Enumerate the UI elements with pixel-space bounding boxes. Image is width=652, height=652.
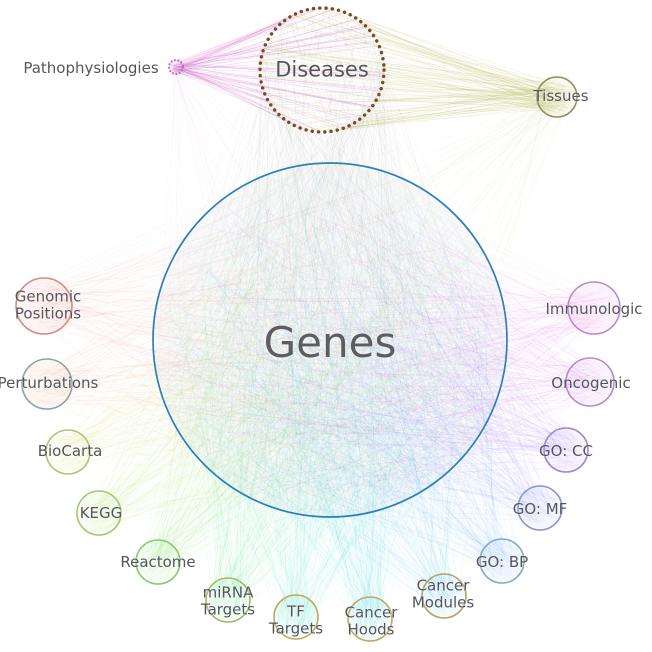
node-label-genes[interactable]: Genes (263, 317, 397, 367)
node-label-reactome[interactable]: Reactome (120, 552, 196, 571)
node-label-genomic-positions[interactable]: Genomic Positions (14, 287, 82, 322)
node-label-perturbations[interactable]: Perturbations (0, 373, 99, 392)
node-circle-perturbations[interactable] (21, 358, 73, 410)
node-circle-mirna-targets[interactable] (205, 577, 251, 623)
node-circle-tissues[interactable] (536, 76, 578, 118)
edge-bundles (21, 7, 613, 636)
node-circle-oncogenic[interactable] (565, 357, 615, 407)
node-circle-go-bp[interactable] (479, 538, 525, 584)
node-label-tissues[interactable]: Tissues (533, 86, 589, 105)
node-label-cancer-modules[interactable]: Cancer Modules (411, 576, 475, 611)
node-circle-go-cc[interactable] (543, 427, 589, 473)
node-label-oncogenic[interactable]: Oncogenic (551, 373, 631, 392)
node-label-diseases[interactable]: Diseases (275, 57, 369, 82)
node-label-go-mf[interactable]: GO: MF (512, 499, 568, 518)
node-label-go-bp[interactable]: GO: BP (475, 552, 529, 571)
genes-fill (153, 163, 507, 517)
node-label-cancer-hoods[interactable]: Cancer Hoods (344, 603, 398, 638)
node-circle-kegg[interactable] (76, 490, 122, 536)
node-label-biocarta[interactable]: BioCarta (37, 441, 103, 460)
node-label-kegg[interactable]: KEGG (79, 503, 123, 522)
node-circle-pathophysiologies[interactable] (167, 58, 185, 76)
diseases-circle[interactable] (258, 6, 386, 134)
node-circle-genomic-positions[interactable] (15, 277, 73, 335)
node-label-go-cc[interactable]: GO: CC (539, 441, 593, 460)
node-circle-go-mf[interactable] (517, 485, 563, 531)
node-circle-biocarta[interactable] (45, 429, 91, 475)
node-circle-cancer-modules[interactable] (421, 573, 467, 619)
node-circle-immunologic[interactable] (567, 281, 621, 335)
node-label-tf-targets[interactable]: TF Targets (268, 602, 324, 637)
node-label-pathophysiologies[interactable]: Pathophysiologies (23, 58, 159, 77)
node-circle-reactome[interactable] (135, 539, 181, 585)
node-circle-cancer-hoods[interactable] (347, 596, 393, 642)
genes-circle[interactable] (152, 162, 508, 518)
node-label-mirna-targets[interactable]: miRNA Targets (200, 583, 256, 618)
node-label-immunologic[interactable]: Immunologic (545, 299, 643, 318)
peripheral-nodes (15, 58, 621, 642)
node-circle-tf-targets[interactable] (273, 594, 319, 640)
